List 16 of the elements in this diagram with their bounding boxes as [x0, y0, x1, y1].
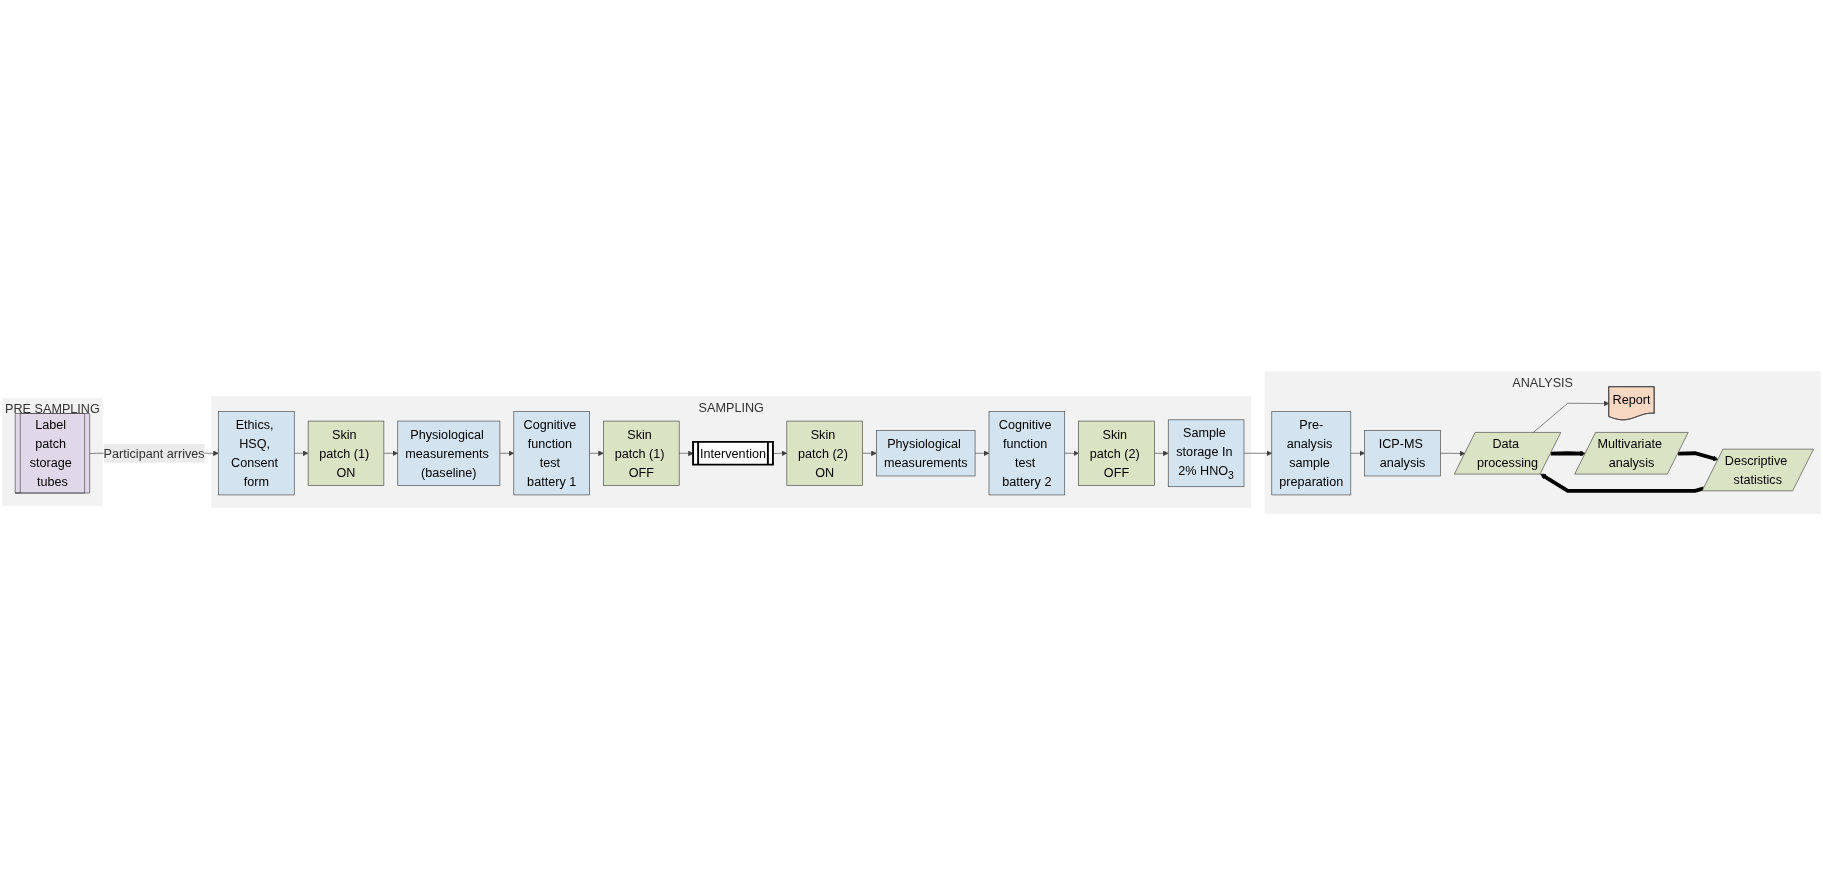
node-box: Cognitive function test battery 2: [988, 411, 1066, 496]
arrow: [1678, 451, 1719, 461]
node-box: Skin patch (1) ON: [307, 420, 385, 486]
node-box: Skin patch (2) OFF: [1078, 420, 1155, 486]
edge-label: Participant arrives: [103, 446, 205, 461]
node-box: ICP-MS analysis: [1364, 430, 1441, 477]
node-box: Physiological measurements: [876, 430, 976, 477]
arrow: [1540, 473, 1705, 493]
arrow: [1550, 450, 1586, 457]
node-box: Pre-analysis sample preparation: [1271, 411, 1352, 496]
node-box: Skin patch (2) ON: [786, 420, 863, 486]
node-box: Skin patch (1) OFF: [603, 420, 680, 486]
node-box: Ethics, HSQ, Consent form: [218, 411, 295, 496]
node-box: Physiological measurements (baseline): [397, 420, 501, 486]
node-box: Sample storage In 2% HNO$_{3}$: [1167, 419, 1245, 487]
node-box: Cognitive function test battery 1: [513, 411, 590, 496]
